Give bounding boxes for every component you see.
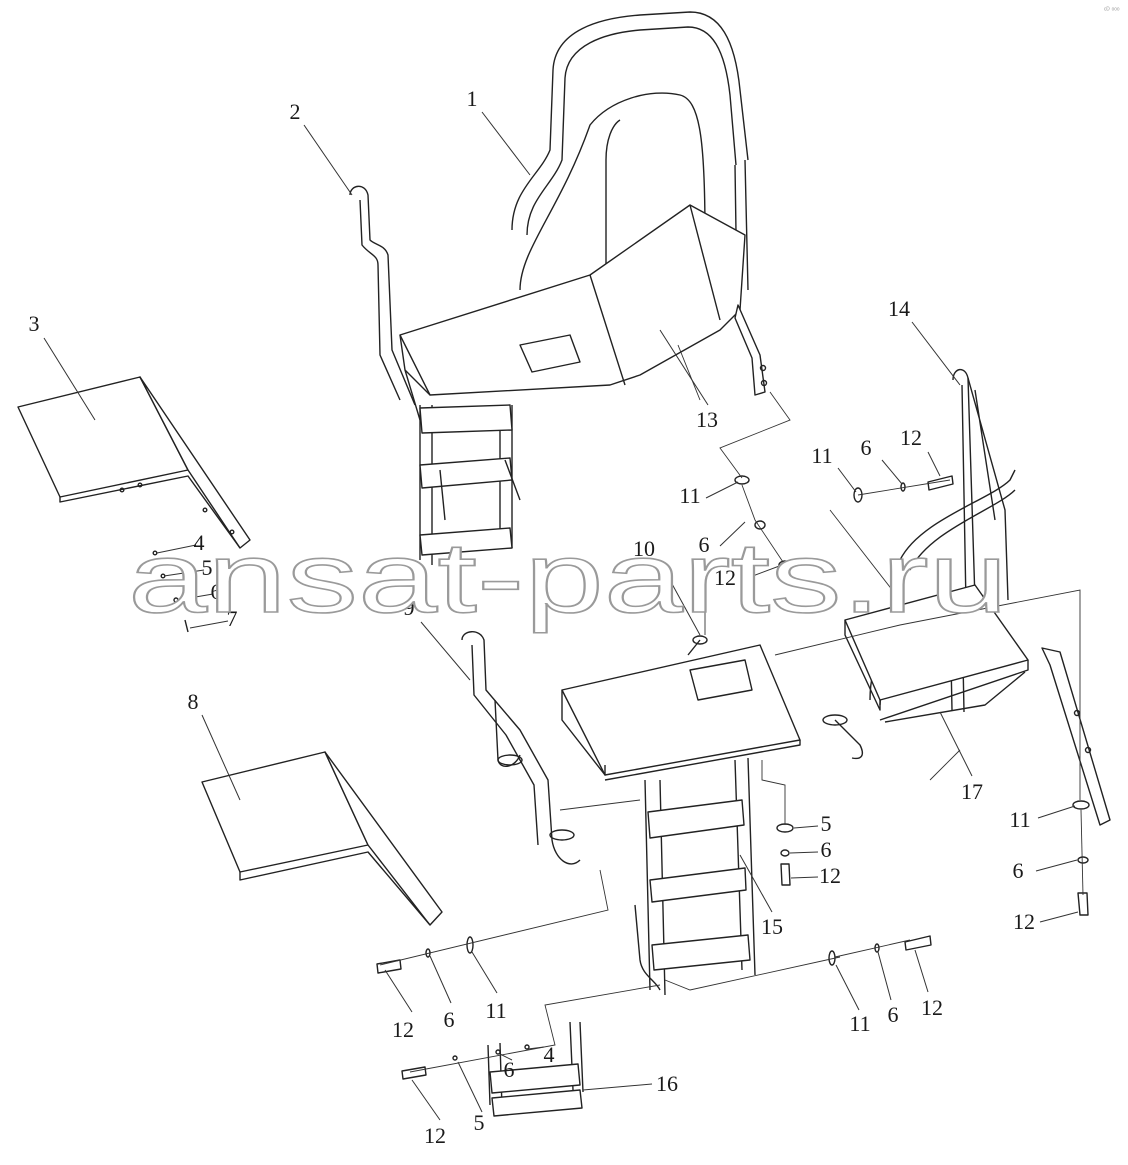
- right-side-bracket: [1041, 647, 1111, 826]
- part-16-bottom-step: [487, 1021, 584, 1117]
- part-9-middle-handrail: [461, 631, 581, 865]
- callout-c11c: 11: [1009, 807, 1030, 832]
- callout-c4a: 4: [194, 530, 205, 555]
- callout-c5c: 5: [474, 1110, 485, 1135]
- watermark-text: ansat-parts.ru: [128, 522, 1008, 634]
- callout-c11e: 11: [849, 1011, 870, 1036]
- callout-c5a: 5: [202, 555, 213, 580]
- callout-c6h: 6: [504, 1057, 515, 1082]
- callout-c9: 9: [404, 595, 415, 620]
- callout-c6e: 6: [1013, 858, 1024, 883]
- callout-c2: 2: [290, 99, 301, 124]
- callout-c14: 14: [888, 296, 910, 321]
- callout-c11d: 11: [485, 998, 506, 1023]
- callout-c12g: 12: [424, 1123, 446, 1148]
- callout-c12a: 12: [714, 565, 736, 590]
- callout-c12f: 12: [921, 995, 943, 1020]
- callout-c13: 13: [696, 407, 718, 432]
- callout-c6a: 6: [211, 579, 222, 604]
- part-1-upper-railing: [399, 11, 768, 396]
- callout-c6c: 6: [861, 435, 872, 460]
- callout-c11a: 11: [679, 483, 700, 508]
- callout-c6f: 6: [444, 1007, 455, 1032]
- part-3-cover-panel: [17, 376, 251, 549]
- callout-c12b: 12: [900, 425, 922, 450]
- part-8-cover-panel: [201, 751, 443, 926]
- callout-c12e: 12: [392, 1017, 414, 1042]
- part-13-step-cover: [677, 344, 701, 401]
- callout-c12d: 12: [1013, 909, 1035, 934]
- callout-c16: 16: [656, 1071, 678, 1096]
- part-15-lower-step-assembly: [561, 644, 801, 996]
- callout-c1: 1: [467, 86, 478, 111]
- callout-c17: 17: [961, 779, 983, 804]
- fasteners: [152, 475, 1090, 1080]
- callout-c11b: 11: [811, 443, 832, 468]
- callout-c5b: 5: [821, 811, 832, 836]
- callout-c6d: 6: [821, 837, 832, 862]
- part-2-left-handrail: [349, 185, 421, 421]
- callout-c10: 10: [633, 536, 655, 561]
- callout-c6g: 6: [888, 1002, 899, 1027]
- part-17-right-step: [844, 584, 1029, 781]
- callout-c3: 3: [29, 311, 40, 336]
- callout-c8: 8: [188, 689, 199, 714]
- corner-mark: ᶜᴰ ᵒᵒᵒ: [1104, 7, 1120, 14]
- upper-step-ladder: [419, 404, 521, 565]
- callout-leaders: [43, 111, 1079, 1121]
- callout-c15: 15: [761, 914, 783, 939]
- callout-c6b: 6: [699, 532, 710, 557]
- callout-c7: 7: [227, 606, 238, 631]
- callout-c12c: 12: [819, 863, 841, 888]
- callout-c4b: 4: [544, 1042, 555, 1067]
